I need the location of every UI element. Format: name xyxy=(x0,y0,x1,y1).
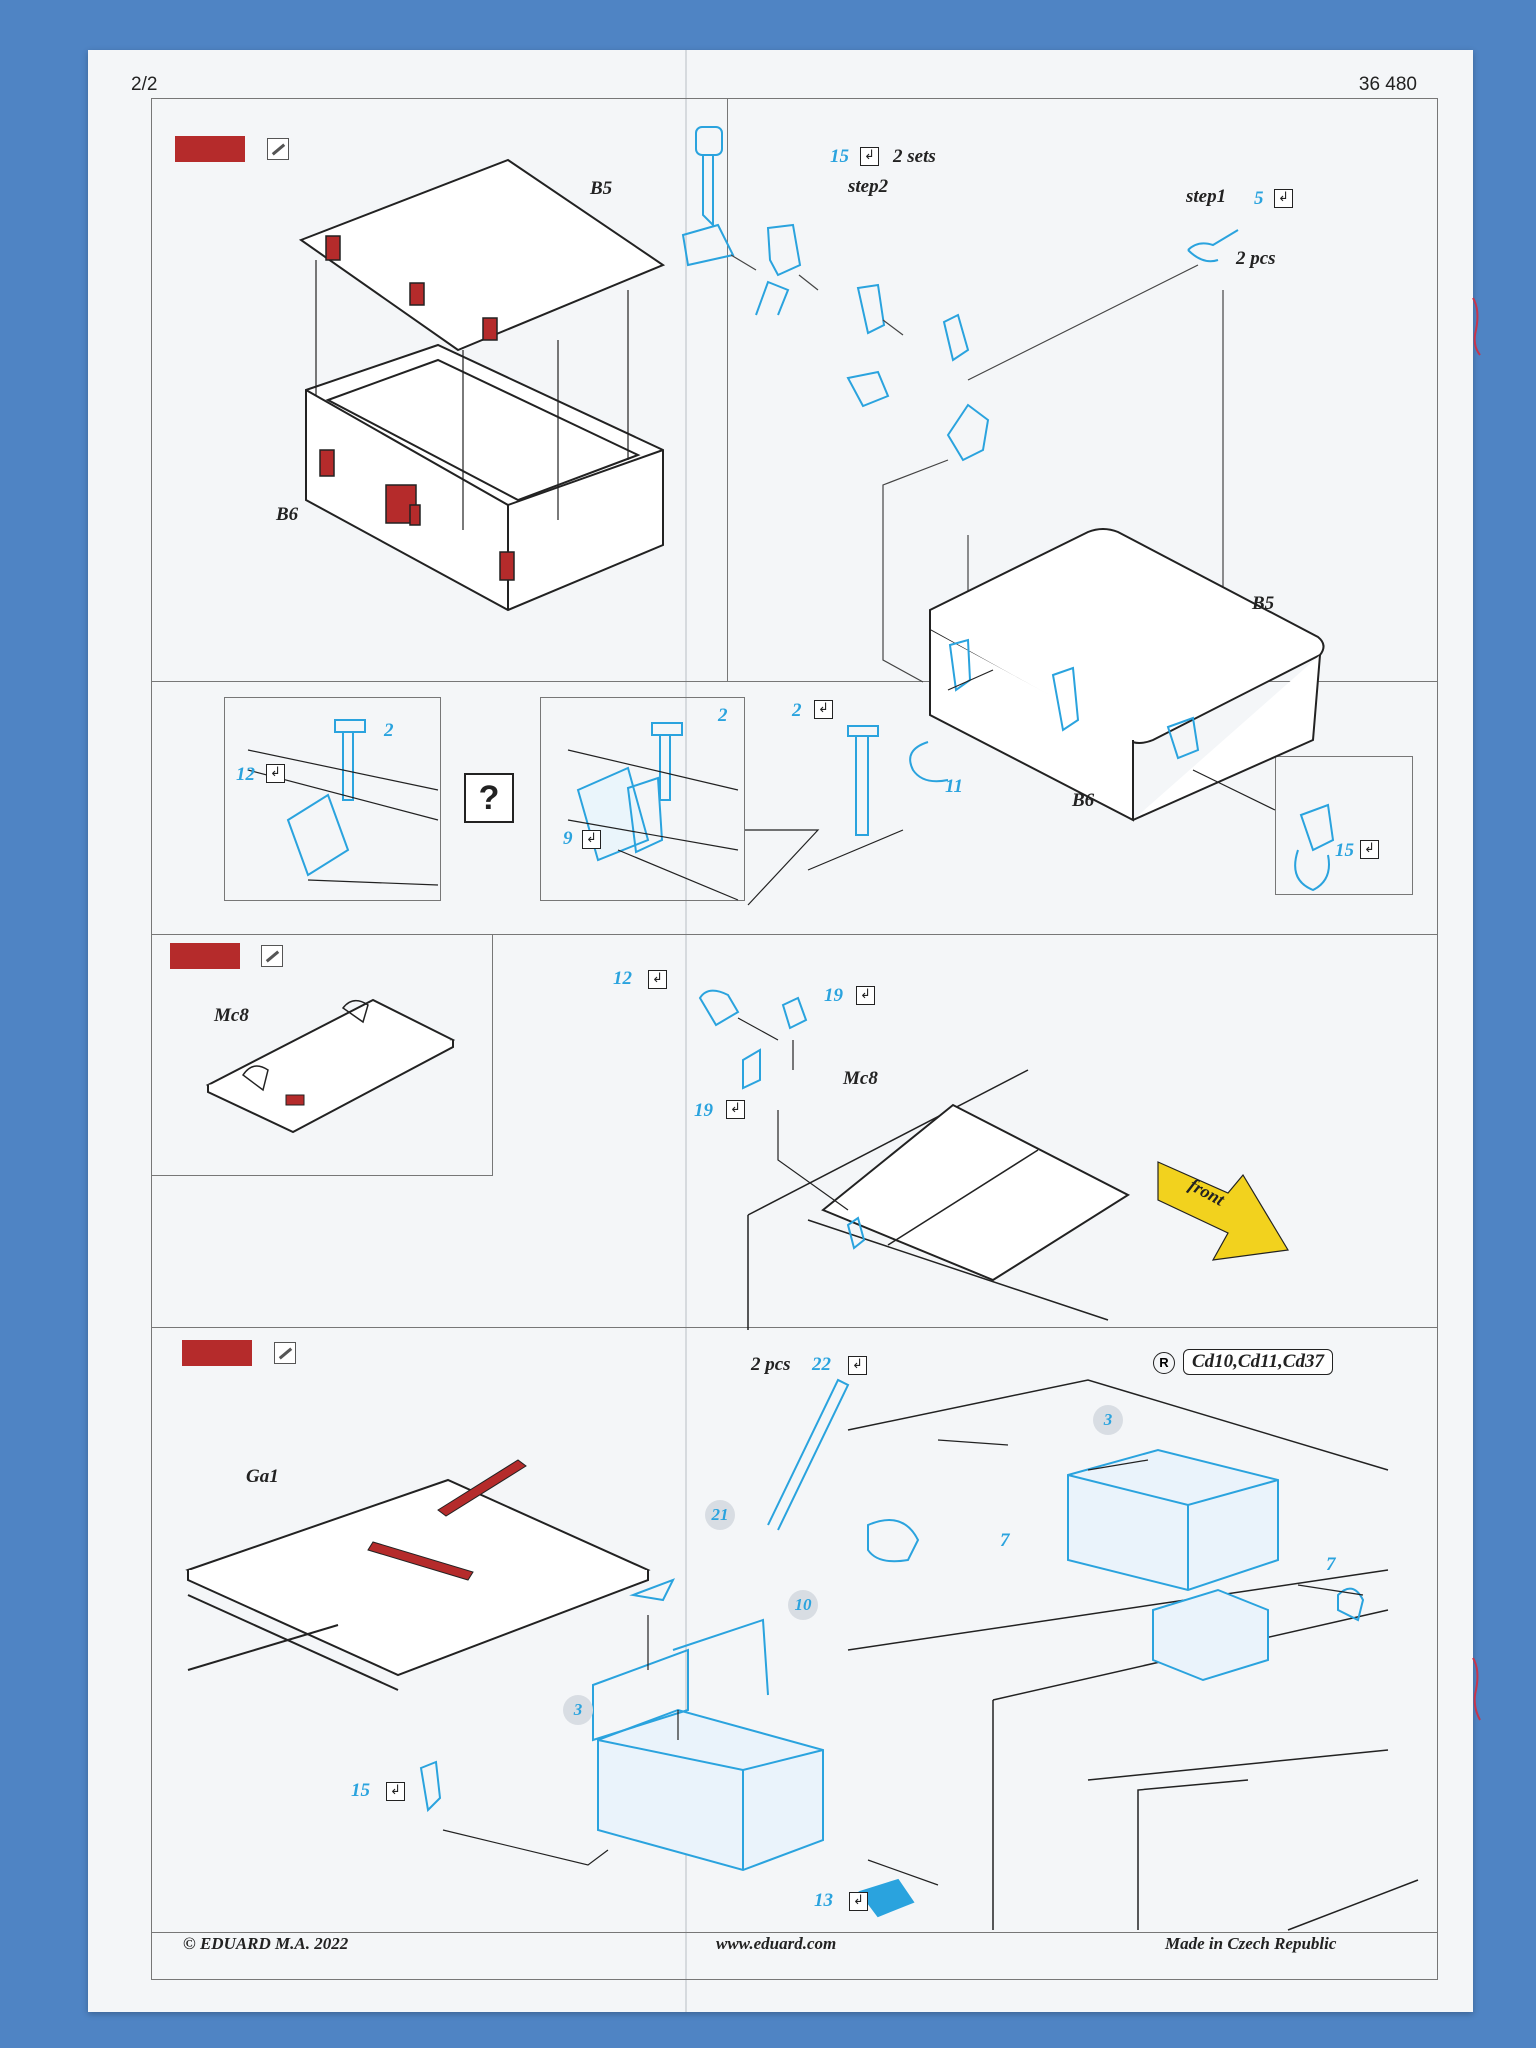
pe-part-9: 9 xyxy=(563,828,573,849)
origin: Made in Czech Republic xyxy=(1165,1934,1337,1953)
step3-divider xyxy=(151,934,1438,935)
step2-divider xyxy=(151,681,1438,682)
part-label-b5: B5 xyxy=(590,178,613,199)
detail-panel-box xyxy=(540,697,745,901)
website: www.eduard.com xyxy=(716,1934,837,1953)
pe-part-7: 7 xyxy=(1000,1530,1010,1551)
pe-part-2: 2 xyxy=(384,720,394,741)
part-label-b6: B6 xyxy=(276,504,299,525)
bend-icon: ↲ xyxy=(648,970,667,989)
part-label-mc8: Mc8 xyxy=(843,1068,878,1089)
paint-brush-icon xyxy=(274,1342,296,1364)
paint-swatch xyxy=(182,1340,252,1366)
pe-part-21: 21 xyxy=(705,1500,735,1530)
bend-icon: ↲ xyxy=(849,1892,868,1911)
bend-icon: ↲ xyxy=(386,1782,405,1801)
bend-icon: ↲ xyxy=(582,830,601,849)
pe-part-11: 11 xyxy=(945,776,963,797)
product-code: 36 480 xyxy=(1358,74,1417,95)
step2-label: step2 xyxy=(848,176,889,197)
bend-icon: ↲ xyxy=(856,986,875,1005)
part-label-mc8: Mc8 xyxy=(214,1005,249,1026)
pe-part-22: 22 xyxy=(812,1354,831,1375)
resin-ref-icon: R xyxy=(1153,1352,1175,1374)
resin-parts-ref: Cd10,Cd11,Cd37 xyxy=(1183,1349,1333,1375)
pe-part-5: 5 xyxy=(1254,188,1264,209)
bend-icon: ↲ xyxy=(860,147,879,166)
pe-part-2: 2 xyxy=(718,705,728,726)
detail-panel-latch xyxy=(1275,756,1413,895)
paint-brush-icon xyxy=(267,138,289,160)
step3-left-panel xyxy=(151,934,493,1176)
pcs-label: 2 pcs xyxy=(751,1354,791,1375)
pe-part-7: 7 xyxy=(1326,1554,1336,1575)
part-label-b6: B6 xyxy=(1072,790,1095,811)
pe-part-15: 15 xyxy=(830,146,849,167)
bend-icon: ↲ xyxy=(814,700,833,719)
footer-divider xyxy=(151,1932,1438,1933)
pe-part-19: 19 xyxy=(694,1100,713,1121)
pe-part-2: 2 xyxy=(792,700,802,721)
step1-label: step1 xyxy=(1186,186,1227,207)
step4-divider xyxy=(151,1327,1438,1328)
pe-part-3: 3 xyxy=(563,1695,593,1725)
pe-part-10: 10 xyxy=(788,1590,818,1620)
part-label-b5: B5 xyxy=(1252,593,1275,614)
pe-part-15: 15 xyxy=(1335,840,1354,861)
bend-icon: ↲ xyxy=(726,1100,745,1119)
part-label-ga1: Ga1 xyxy=(246,1466,279,1487)
copyright: © EDUARD M.A. 2022 xyxy=(183,1934,349,1953)
pe-part-12: 12 xyxy=(236,764,255,785)
pcs-label: 2 pcs xyxy=(1236,248,1276,269)
paint-swatch xyxy=(170,943,240,969)
fold-line xyxy=(685,50,687,2012)
pe-part-19: 19 xyxy=(824,985,843,1006)
pe-part-12: 12 xyxy=(613,968,632,989)
pe-part-15: 15 xyxy=(351,1780,370,1801)
pe-part-3: 3 xyxy=(1093,1405,1123,1435)
paint-brush-icon xyxy=(261,945,283,967)
bend-icon: ↲ xyxy=(1360,840,1379,859)
sets-label: 2 sets xyxy=(893,146,936,167)
page-number: 2/2 xyxy=(131,74,158,95)
instruction-sheet: 2/2 36 480 xyxy=(88,50,1473,2012)
detail-panel-hinge xyxy=(224,697,441,901)
bend-icon: ↲ xyxy=(1274,189,1293,208)
assembly-drawings xyxy=(185,126,1419,1931)
bend-icon: ↲ xyxy=(848,1356,867,1375)
bend-icon: ↲ xyxy=(266,764,285,783)
question-icon: ? xyxy=(464,773,514,823)
paint-swatch xyxy=(175,136,245,162)
pe-part-13: 13 xyxy=(814,1890,833,1911)
